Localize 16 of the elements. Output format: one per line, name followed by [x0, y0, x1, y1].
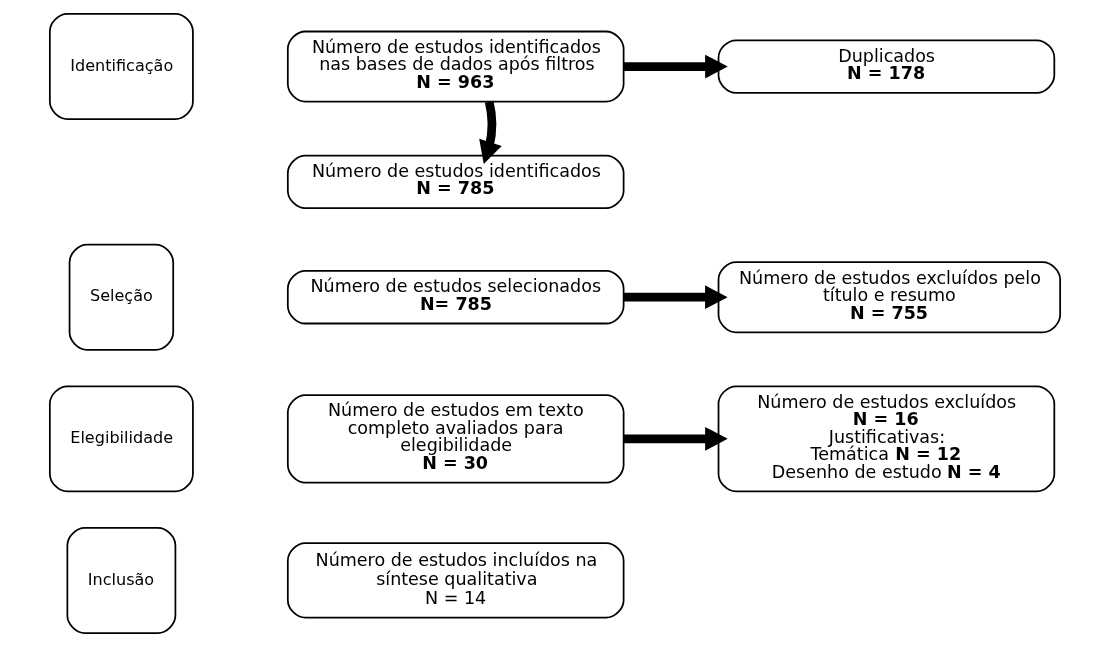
node-box: Número de estudos em texto completo avaliados para elegibilidade N = 30: [286, 394, 625, 484]
node-box: Identificação: [48, 13, 194, 120]
node-box: Número de estudos excluídos N = 16 Justificativas: Temática N = 12 Desenho de estudo N = 4: [717, 385, 1056, 493]
node-box: Número de estudos identificados N = 785: [286, 154, 625, 210]
node-box: Número de estudos identificados nas bases de dados após filtros N = 963: [286, 30, 625, 103]
arrow: [623, 285, 728, 310]
node-box: Número de estudos selecionados N= 785: [286, 270, 625, 325]
node-box: Elegibilidade: [48, 385, 194, 493]
node-box: Duplicados N = 178: [717, 39, 1056, 94]
node-box: Seleção: [68, 243, 175, 351]
node-box: Inclusão: [66, 527, 177, 634]
node-box: Número de estudos excluídos pelo título e resumo N = 755: [717, 261, 1062, 334]
arrow: [623, 54, 728, 79]
arrow: [623, 427, 728, 451]
node-box: Número de estudos incluídos na síntese qualitativa N = 14: [286, 542, 625, 619]
arrow: [479, 100, 502, 164]
